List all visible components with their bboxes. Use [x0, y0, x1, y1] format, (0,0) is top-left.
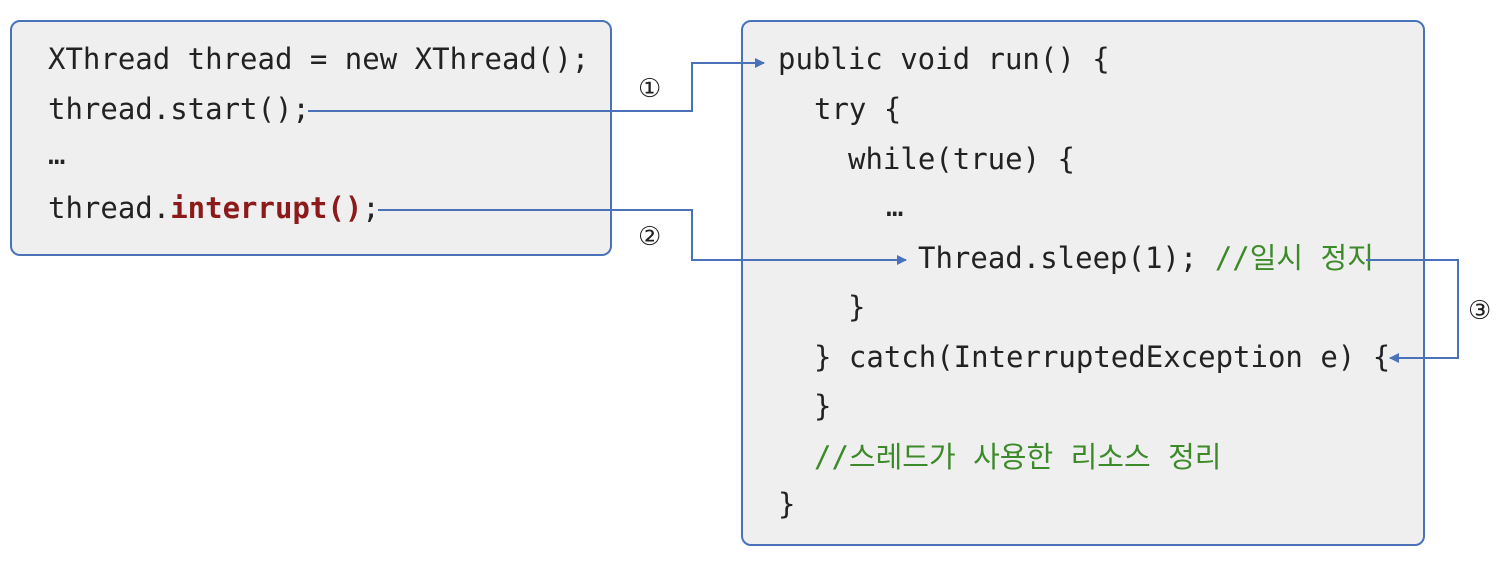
caller-code-box — [10, 20, 612, 256]
arrow-interrupt-to-sleep — [378, 209, 907, 265]
code-line-thread-sleep: Thread.sleep(1); //일시 정지 — [918, 244, 1374, 273]
step-3-marker: ③ — [1468, 296, 1492, 326]
code-line-inner-ellipsis: … — [886, 189, 904, 223]
sleep-comment: //일시 정지 — [1214, 241, 1374, 275]
code-line-while-open: while(true) { — [848, 142, 1075, 176]
code-line-run-signature: public void run() { — [778, 42, 1110, 76]
code-line-catch: } catch(InterruptedException e) { — [814, 340, 1391, 374]
code-line-cleanup-comment: //스레드가 사용한 리소스 정리 — [814, 440, 1222, 474]
code-line-try-open: try { — [814, 92, 902, 126]
code-line-thread-interrupt: thread.interrupt(); — [48, 194, 380, 223]
run-method-box — [741, 20, 1425, 546]
code-line-method-close: } — [778, 487, 796, 521]
arrow-sleep-to-catch — [1366, 259, 1459, 363]
code-line-ellipsis: … — [48, 137, 66, 171]
interrupt-prefix: thread. — [48, 191, 171, 225]
code-line-new-thread: XThread thread = new XThread(); — [48, 42, 590, 76]
code-line-while-close: } — [848, 290, 866, 324]
interrupt-suffix: ; — [362, 191, 380, 225]
step-2-marker: ② — [638, 222, 662, 252]
interrupt-method-keyword: interrupt() — [170, 191, 363, 225]
code-line-catch-close: } — [814, 389, 832, 423]
step-1-marker: ① — [638, 74, 662, 104]
sleep-code: Thread.sleep(1); — [918, 241, 1215, 275]
arrow-start-to-run — [308, 58, 765, 112]
code-line-thread-start: thread.start(); — [48, 92, 310, 126]
